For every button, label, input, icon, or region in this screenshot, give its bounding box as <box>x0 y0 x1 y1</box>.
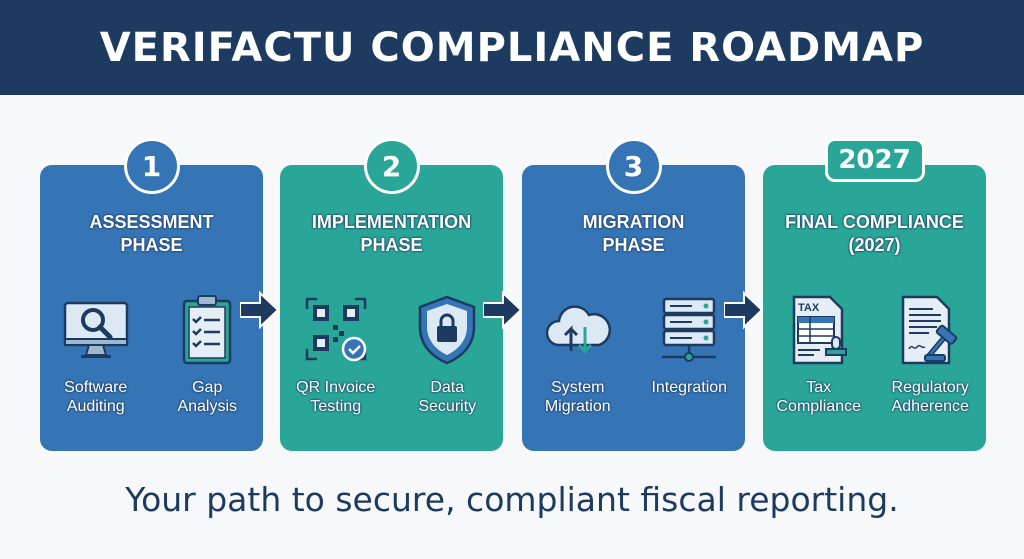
phase-badge: 3 <box>605 138 662 194</box>
year-badge: 2027 <box>824 138 925 182</box>
shield-lock-icon <box>419 295 476 365</box>
item-integration: Integration <box>637 293 742 416</box>
server-icon <box>662 297 717 362</box>
cloud-sync-icon <box>545 305 611 355</box>
phase-badge: 1 <box>123 138 180 194</box>
gavel-document-icon <box>902 295 958 365</box>
monitor-search-icon <box>63 301 128 358</box>
tagline: Your path to secure, compliant fiscal re… <box>125 480 899 519</box>
qr-code-icon <box>305 297 366 362</box>
page-title: VERIFACTU COMPLIANCE ROADMAP <box>99 24 925 71</box>
arrow-right-icon <box>724 290 764 330</box>
header-banner: VERIFACTU COMPLIANCE ROADMAP <box>0 0 1024 95</box>
svg-text:TAX: TAX <box>798 302 820 314</box>
clipboard-checklist-icon <box>183 295 232 365</box>
arrow-right-icon <box>483 290 523 330</box>
phase-title: FINAL COMPLIANCE(2027) <box>785 212 964 255</box>
tax-document-icon: TAX <box>792 295 847 365</box>
phase-badge: 2 <box>363 138 420 194</box>
arrow-right-icon <box>240 290 280 330</box>
